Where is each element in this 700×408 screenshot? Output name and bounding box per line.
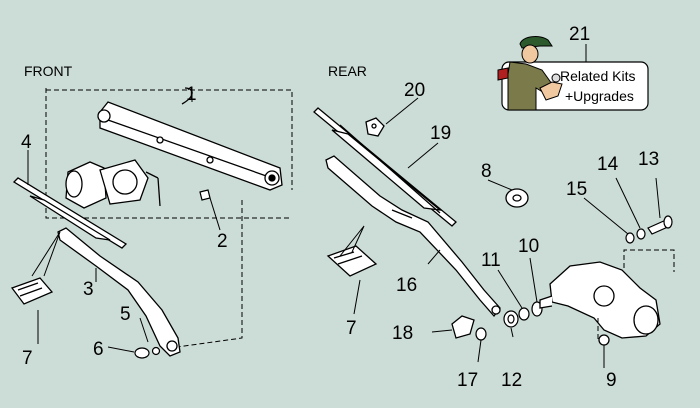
front-arm-cover[interactable]	[10, 277, 54, 305]
related-kits-line-1: Related Kits	[560, 68, 635, 84]
callout-2: 2	[217, 231, 228, 252]
callout-17: 17	[457, 370, 478, 391]
callout-14: 14	[597, 154, 619, 175]
rear-grommet[interactable]	[505, 188, 529, 208]
rear-wiper-motor[interactable]	[539, 261, 661, 346]
front-wiper-motor[interactable]	[65, 159, 161, 209]
front-assembly-dashed-box	[45, 88, 293, 349]
related-kits-line-2: +Upgrades	[565, 88, 634, 104]
callout-6: 6	[93, 339, 104, 360]
rear-bolt[interactable]	[647, 215, 673, 235]
callout-16: 16	[396, 275, 417, 296]
callout-7-front: 7	[22, 348, 33, 369]
front-section-title: FRONT	[24, 63, 73, 79]
callout-15: 15	[566, 179, 587, 200]
rear-dashed-guides	[597, 249, 675, 340]
rear-wiper-arm[interactable]	[325, 155, 501, 318]
callout-19: 19	[430, 123, 451, 144]
callout-20: 20	[404, 80, 425, 101]
related-kits-link[interactable]: 21 Related Kits +Upgrades	[497, 24, 649, 111]
callout-13: 13	[638, 149, 659, 170]
callout-4: 4	[21, 132, 32, 153]
front-small-parts[interactable]	[134, 189, 211, 359]
rear-wiper-blade[interactable]	[313, 107, 457, 227]
callout-7-rear: 7	[346, 318, 357, 339]
callout-21: 21	[569, 24, 590, 45]
callout-18: 18	[392, 323, 413, 344]
callout-9: 9	[606, 370, 617, 391]
front-wiper-arm[interactable]	[57, 227, 181, 357]
callout-12: 12	[501, 370, 522, 391]
rear-clip[interactable]	[365, 117, 385, 137]
callout-3: 3	[83, 279, 94, 300]
callout-8: 8	[481, 161, 492, 182]
leader-lines	[27, 90, 661, 368]
callout-numbers: 1 2 3 4 5 6 7 7 8 9 10 11 12 13 14 15 16…	[21, 80, 659, 391]
front-wiper-blade[interactable]	[12, 177, 128, 249]
callout-1: 1	[186, 84, 197, 105]
rear-section-title: REAR	[328, 63, 367, 79]
rear-cap[interactable]	[451, 315, 475, 339]
callout-10: 10	[518, 236, 539, 257]
mechanic-icon	[497, 36, 563, 111]
rear-arm-cover[interactable]	[326, 245, 378, 277]
front-wiper-linkage[interactable]	[97, 87, 283, 191]
callout-5: 5	[120, 304, 131, 325]
callout-11: 11	[481, 250, 501, 271]
